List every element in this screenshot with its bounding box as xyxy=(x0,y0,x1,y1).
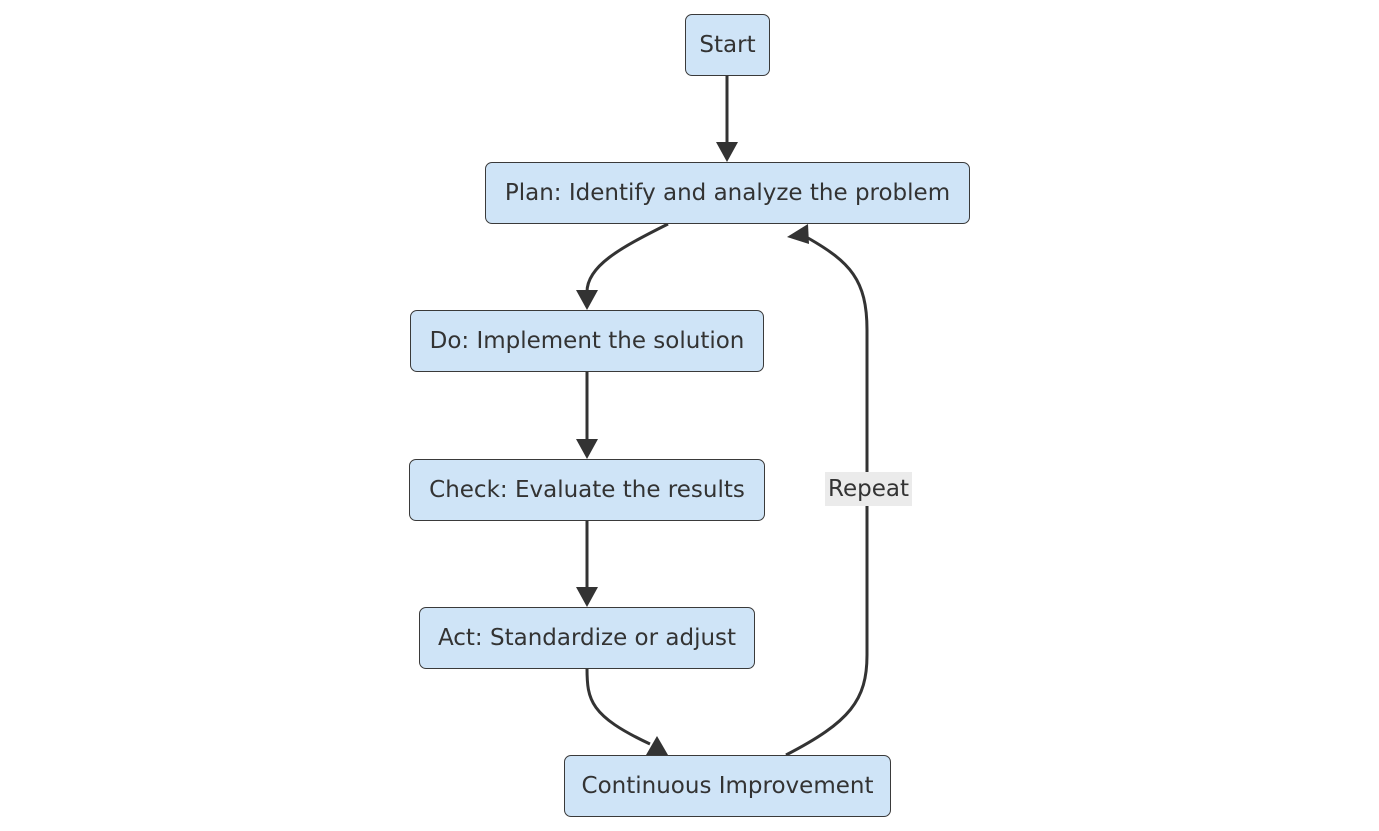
edge-plan-to-do xyxy=(585,222,669,293)
node-do: Do: Implement the solution xyxy=(410,310,764,372)
node-plan: Plan: Identify and analyze the problem xyxy=(485,162,970,224)
node-improve-label: Continuous Improvement xyxy=(581,773,874,799)
arrowhead-plan-bottom xyxy=(787,224,809,244)
node-act-label: Act: Standardize or adjust xyxy=(437,625,737,651)
node-do-label: Do: Implement the solution xyxy=(429,328,745,354)
node-plan-label: Plan: Identify and analyze the problem xyxy=(504,180,951,206)
arrowhead-act-top xyxy=(576,587,598,607)
node-check-label: Check: Evaluate the results xyxy=(429,477,745,503)
arrowhead-do-top xyxy=(576,290,598,310)
arrowhead-plan-top xyxy=(716,142,738,162)
node-continuous-improvement: Continuous Improvement xyxy=(564,755,891,817)
edge-act-to-improve xyxy=(585,667,651,746)
edge-improve-to-plan xyxy=(785,236,869,757)
node-start-label: Start xyxy=(699,32,756,58)
node-start: Start xyxy=(685,14,770,76)
repeat-label-text: Repeat xyxy=(828,476,909,502)
arrowhead-improve-top xyxy=(646,736,668,755)
arrowhead-check-top xyxy=(576,439,598,459)
node-check: Check: Evaluate the results xyxy=(409,459,765,521)
edge-label-repeat: Repeat xyxy=(825,472,912,506)
node-act: Act: Standardize or adjust xyxy=(419,607,755,669)
